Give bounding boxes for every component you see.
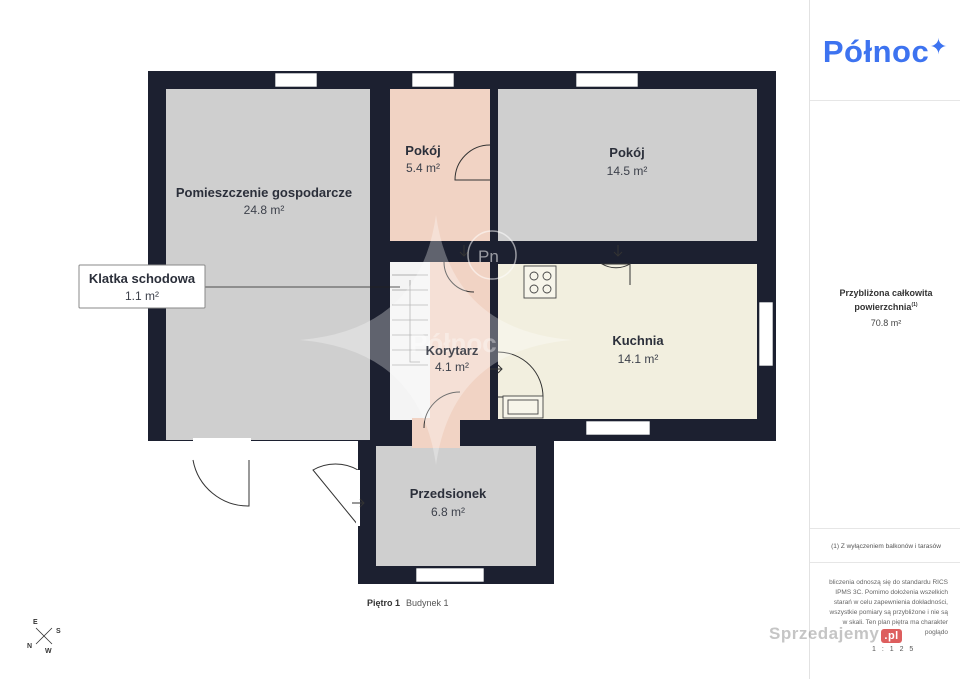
label-korytarz-area: 4.1 m² [435, 360, 469, 374]
scale-text: 1 : 1 2 5 [872, 646, 916, 653]
floor-level: Piętro 1 [367, 598, 401, 608]
label-przedsionek-area: 6.8 m² [431, 505, 465, 519]
label-kuchnia-name: Kuchnia [612, 333, 664, 348]
brand-logo: Północ✦ [822, 34, 949, 69]
kitchen-hob [523, 265, 557, 299]
doors [192, 144, 631, 526]
label-pokoj-large-name: Pokój [609, 145, 644, 160]
floor-plan: Pn Północ Pomieszczenie gospodarcze 24.8… [27, 71, 776, 655]
brand-watermark: Pn Północ [300, 215, 572, 465]
door-openings [193, 438, 360, 526]
label-pokoj-small-name: Pokój [405, 143, 440, 158]
stairs-lines [392, 274, 428, 366]
site-watermark: Sprzedajemy.pl [769, 624, 902, 644]
label-pokoj-small-area: 5.4 m² [406, 161, 440, 175]
floor-caption: Piętro 1 Budynek 1 [367, 598, 449, 608]
room-przedsionek [376, 446, 536, 566]
watermark-mark: Pn [478, 247, 499, 266]
compass-icon: E S N W [27, 619, 61, 655]
footnote: (1) Z wyłączeniem balkonów i tarasów [831, 543, 941, 550]
svg-text:W: W [45, 648, 52, 655]
watermark-text: Północ [410, 328, 497, 358]
side-panel: Północ✦ Przybliżona całkowita powierzchn… [809, 0, 960, 679]
star-icon: ✦ [929, 34, 949, 59]
label-kuchnia-area: 14.1 m² [618, 352, 659, 366]
label-pokoj-large-area: 14.5 m² [607, 164, 648, 178]
room-pokoj-large [498, 89, 757, 241]
passage [412, 418, 460, 448]
disclaimer: bliczenia odnoszą się do standardu RICS … [829, 579, 948, 636]
windows [274, 72, 774, 583]
label-przedsionek-name: Przedsionek [410, 486, 487, 501]
svg-text:E: E [33, 619, 38, 626]
label-pomieszczenie-area: 24.8 m² [244, 203, 285, 217]
label-pomieszczenie-name: Pomieszczenie gospodarcze [176, 185, 352, 200]
svg-text:N: N [27, 643, 32, 650]
svg-text:S: S [56, 628, 61, 635]
arrows [352, 245, 623, 508]
total-area-value: 70.8 m² [870, 318, 902, 328]
total-area-label: Przybliżona całkowita powierzchnia(1) [839, 288, 933, 312]
label-klatka-name: Klatka schodowa [89, 271, 196, 286]
label-korytarz-name: Korytarz [426, 343, 479, 358]
klatka-callout-box [78, 264, 206, 309]
label-klatka-area: 1.1 m² [125, 289, 159, 303]
room-pokoj-small [390, 89, 490, 241]
kitchen-sink [502, 395, 544, 419]
floor-building: Budynek 1 [406, 598, 449, 608]
